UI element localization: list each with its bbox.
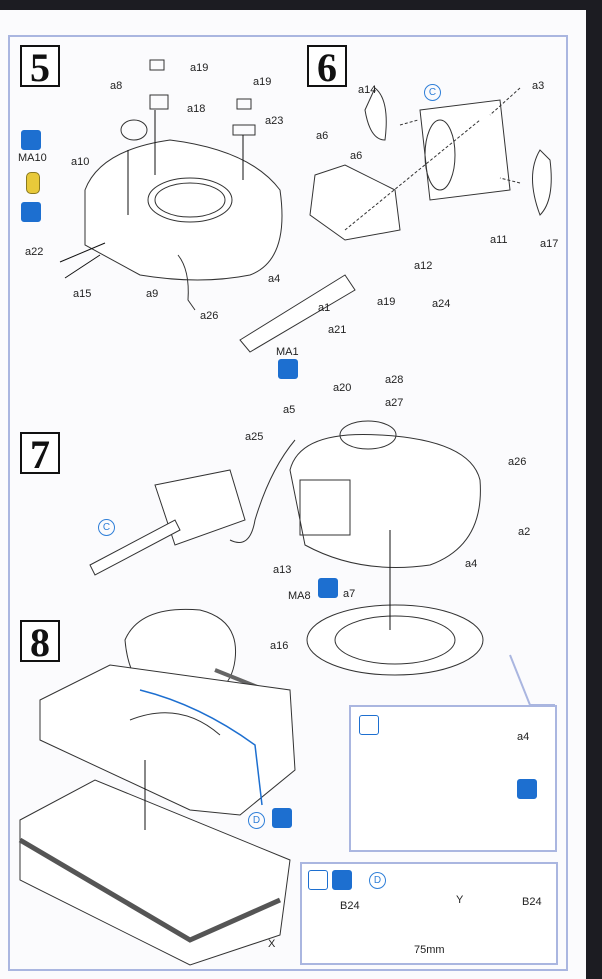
symmetry-icon bbox=[332, 870, 352, 890]
turret-a4-step5 bbox=[84, 139, 283, 281]
part-label: a23 bbox=[265, 115, 284, 127]
turret-a4-step7 bbox=[289, 433, 481, 568]
part-label: a4 bbox=[268, 273, 281, 285]
symmetry-icon bbox=[318, 578, 338, 598]
ring-a16 bbox=[306, 604, 484, 676]
part-label: a25 bbox=[245, 431, 264, 443]
part-label: a19 bbox=[377, 296, 396, 308]
part-label: a27 bbox=[385, 397, 404, 409]
cable-label: Y bbox=[456, 894, 464, 906]
part-label: a9 bbox=[146, 288, 159, 300]
part-label: a26 bbox=[508, 456, 527, 468]
part-label: a17 bbox=[540, 238, 559, 250]
part-label: a6 bbox=[350, 150, 363, 162]
part-label: a4 bbox=[465, 558, 478, 570]
part-label: a26 bbox=[200, 310, 219, 322]
part-label: a20 bbox=[333, 382, 352, 394]
part-label: a19 bbox=[190, 62, 209, 74]
part-label: a7 bbox=[343, 588, 356, 600]
cable-end-label: B24 bbox=[340, 900, 360, 912]
page-frame bbox=[8, 35, 568, 971]
reference-label: MA1 bbox=[276, 346, 299, 358]
part-label: a18 bbox=[187, 103, 206, 115]
detail-inset: a4 bbox=[349, 705, 557, 852]
lower-hull-tracks bbox=[19, 779, 291, 966]
brass-part-icon bbox=[26, 172, 40, 194]
reference-label: MA10 bbox=[18, 152, 47, 164]
symmetry-icon bbox=[278, 359, 298, 379]
step-number-5: 5 bbox=[20, 45, 60, 89]
barrel-a1 bbox=[239, 274, 356, 353]
part-label: a21 bbox=[328, 324, 347, 336]
part-label: a22 bbox=[25, 246, 44, 258]
callout-d: D bbox=[248, 812, 265, 829]
reference-label: MA8 bbox=[288, 590, 311, 602]
part-label: a16 bbox=[270, 640, 289, 652]
part-label: a12 bbox=[414, 260, 433, 272]
part-label: a11 bbox=[490, 234, 508, 246]
upper-hull bbox=[39, 664, 296, 816]
glue-icon bbox=[359, 715, 379, 735]
cable-length: 75mm bbox=[414, 944, 445, 956]
part-label: a1 bbox=[318, 302, 331, 314]
part-label: a2 bbox=[518, 526, 531, 538]
part-label: a28 bbox=[385, 374, 404, 386]
callout-c: C bbox=[424, 84, 441, 101]
part-label: a24 bbox=[432, 298, 451, 310]
part-a8 bbox=[120, 119, 148, 141]
part-label: a5 bbox=[283, 404, 296, 416]
turn-over-icon bbox=[21, 130, 41, 150]
part-a18 bbox=[149, 94, 169, 110]
callout-c: C bbox=[98, 519, 115, 536]
step-number-8: 8 bbox=[20, 620, 60, 664]
glue-icon bbox=[308, 870, 328, 890]
part-label: a3 bbox=[532, 80, 545, 92]
part-a17 bbox=[532, 149, 552, 216]
cable-end-label: B24 bbox=[522, 896, 542, 908]
mantlet-a12 bbox=[309, 164, 401, 241]
symmetry-icon bbox=[272, 808, 292, 828]
step-number-7: 7 bbox=[20, 432, 60, 476]
step-number-6: 6 bbox=[307, 45, 347, 89]
gun-mantlet-a11 bbox=[419, 99, 511, 201]
part-label: a6 bbox=[316, 130, 329, 142]
part-label: a14 bbox=[358, 84, 377, 96]
part-label: X bbox=[268, 938, 276, 950]
part-label: a8 bbox=[110, 80, 123, 92]
part-a14 bbox=[364, 87, 387, 141]
part-label: a13 bbox=[273, 564, 292, 576]
callout-d: D bbox=[369, 872, 386, 889]
part-label: a10 bbox=[71, 156, 90, 168]
part-label: a4 bbox=[517, 731, 530, 743]
drill-hole-icon bbox=[517, 779, 537, 799]
symmetry-icon bbox=[21, 202, 41, 222]
cable-detail: D B24 Y B24 75mm bbox=[300, 862, 558, 965]
part-label: a15 bbox=[73, 288, 92, 300]
part-a19 bbox=[149, 59, 165, 71]
part-label: a19 bbox=[253, 76, 272, 88]
